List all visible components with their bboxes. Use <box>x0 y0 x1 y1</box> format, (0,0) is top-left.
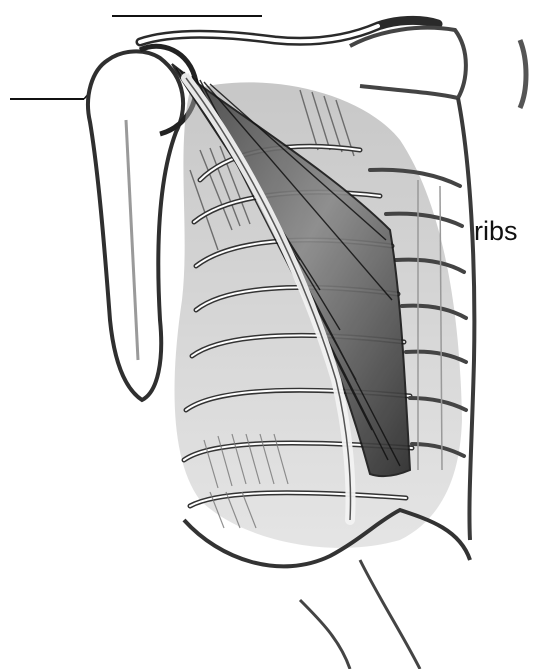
scapula-outline <box>350 28 466 98</box>
lower-trunk-outline <box>300 560 420 669</box>
label-ribs: ribs <box>474 218 518 245</box>
humerus <box>88 51 183 400</box>
back-edge-fragment <box>520 40 526 108</box>
